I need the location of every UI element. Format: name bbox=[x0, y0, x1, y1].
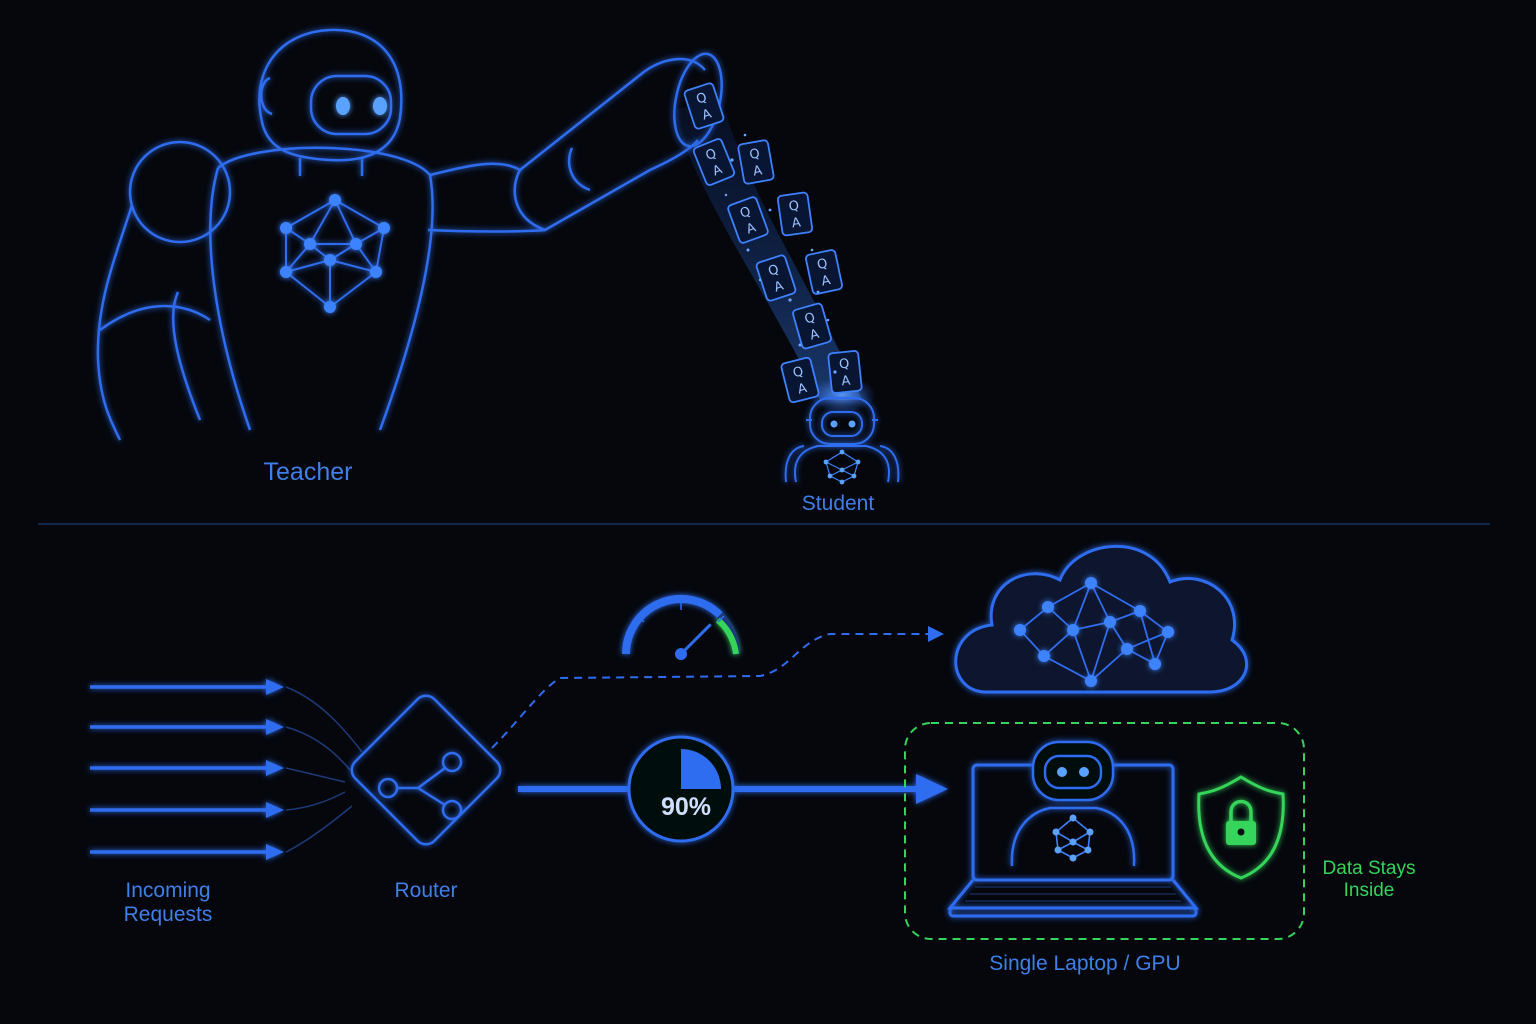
qa-card-answer: A bbox=[820, 273, 832, 290]
qa-card: QA bbox=[792, 302, 832, 350]
laptop-network-nodes bbox=[1052, 814, 1094, 862]
qa-card-answer: A bbox=[791, 215, 802, 231]
teacher-network-nodes bbox=[280, 194, 390, 313]
laptop-robot-icon bbox=[1010, 740, 1136, 867]
laptop-network-links bbox=[1054, 816, 1092, 859]
gauge-ticks bbox=[637, 601, 725, 623]
student-network-nodes bbox=[823, 449, 861, 485]
local-share-wedge bbox=[681, 749, 721, 789]
converging-lines bbox=[285, 686, 363, 853]
teacher-neural-network-icon bbox=[284, 197, 387, 309]
qa-card-question: Q bbox=[694, 90, 708, 107]
local-route bbox=[518, 774, 948, 804]
qa-card: QA bbox=[780, 356, 820, 404]
lock-shield-icon bbox=[1197, 775, 1285, 880]
device-label: Single Laptop / GPU bbox=[989, 952, 1181, 975]
qa-card: QA bbox=[737, 139, 775, 185]
qa-card: QA bbox=[755, 254, 797, 302]
cloud-network-icon bbox=[954, 545, 1249, 694]
qa-card: QA bbox=[827, 350, 863, 394]
router-label: Router bbox=[394, 879, 458, 902]
router-icon bbox=[350, 694, 502, 846]
qa-card: QA bbox=[683, 82, 725, 130]
gauge-hub bbox=[675, 648, 687, 660]
student-eyes bbox=[830, 420, 856, 428]
latency-gauge-icon bbox=[622, 594, 740, 655]
qa-card-question: Q bbox=[803, 310, 817, 327]
qa-card-question: Q bbox=[791, 364, 805, 381]
student-robot-icon bbox=[784, 397, 900, 483]
qa-card-question: Q bbox=[748, 146, 761, 163]
qa-card-question: Q bbox=[816, 256, 829, 273]
student-label: Student bbox=[801, 492, 875, 515]
qa-card: QA bbox=[727, 196, 769, 244]
gauge-needle bbox=[679, 623, 712, 656]
teacher-eyes bbox=[336, 97, 387, 115]
qa-card-question: Q bbox=[766, 262, 780, 279]
local-share-label: 90% bbox=[660, 793, 712, 821]
teacher-label: Teacher bbox=[263, 458, 353, 486]
qa-card-answer: A bbox=[796, 381, 808, 398]
cloud-route-dashed bbox=[491, 633, 930, 749]
privacy-label: Data Stays Inside bbox=[1322, 858, 1416, 901]
laptop-keyboard bbox=[965, 886, 1181, 902]
qa-card-answer: A bbox=[841, 374, 852, 390]
cloud-network-nodes bbox=[1014, 577, 1174, 687]
secure-boundary bbox=[904, 722, 1305, 940]
qa-card-question: Q bbox=[738, 204, 753, 222]
qa-card-answer: A bbox=[808, 327, 821, 344]
qa-card-question: Q bbox=[838, 357, 850, 373]
incoming-requests-label: Incoming Requests bbox=[123, 879, 213, 927]
qa-card-question: Q bbox=[788, 198, 800, 214]
qa-card: QA bbox=[692, 138, 736, 186]
laptop-robot-eyes bbox=[1057, 767, 1089, 777]
qa-card: QA bbox=[776, 191, 814, 237]
stream-particles bbox=[724, 133, 837, 374]
incoming-request-arrows bbox=[90, 679, 284, 860]
qa-card: QA bbox=[805, 249, 843, 295]
cloud-route-arrowhead bbox=[928, 626, 944, 642]
qa-card-answer: A bbox=[752, 163, 763, 179]
teacher-robot-icon bbox=[96, 28, 723, 441]
